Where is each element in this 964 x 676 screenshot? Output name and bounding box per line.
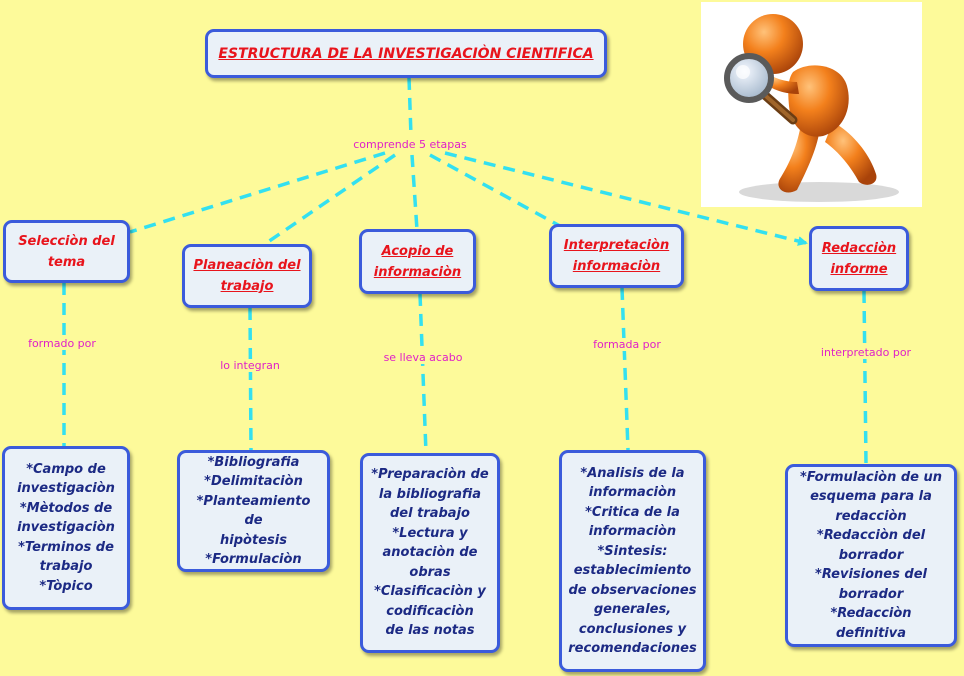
stage-node-interpretacion: Interpretaciòn informaciòn [549, 224, 684, 288]
stage-node-seleccion: Selecciòn del tema [3, 220, 130, 283]
link-label-stage-3: se lleva acabo [381, 351, 465, 364]
link-label-stage-1: formado por [26, 337, 98, 350]
link-label-stage-4: formada por [591, 338, 663, 351]
connector-title-to-hub [407, 77, 413, 137]
connector-hub-to-stage-3 [410, 154, 419, 231]
stage-node-planeacion: Planeaciòn del trabajo [182, 244, 312, 308]
connector-stage-5-to-details [862, 290, 868, 465]
connector-hub-to-stage-4 [429, 153, 561, 228]
details-node-planeacion: *Bibliografia *Delimitaciòn *Planteamien… [177, 450, 330, 572]
details-node-acopio: *Preparaciòn de la bibliografia del trab… [360, 453, 500, 653]
link-label-stage-5: interpretado por [818, 346, 914, 359]
stage-node-acopio: Acopio de informaciòn [359, 229, 476, 294]
link-label-stage-2: lo integran [218, 359, 282, 372]
hub-link-label: comprende 5 etapas [351, 138, 469, 151]
connector-hub-to-stage-5 [444, 151, 808, 246]
connector-hub-to-stage-1 [129, 151, 386, 234]
title-node: ESTRUCTURA DE LA INVESTIGACIÒN CIENTIFIC… [205, 29, 607, 78]
stage-label: Planeaciòn del trabajo [193, 258, 301, 294]
detective-magnifying-glass-figure-icon [701, 2, 922, 207]
details-node-redaccion: *Formulaciòn de un esquema para la redac… [785, 464, 957, 647]
stage-label: Selecciòn del tema [18, 233, 115, 270]
details-text: *Preparaciòn de la bibliografia del trab… [371, 467, 489, 639]
details-text: *Formulaciòn de un esquema para la redac… [799, 469, 943, 641]
title-text: ESTRUCTURA DE LA INVESTIGACIÒN CIENTIFIC… [218, 45, 594, 62]
details-node-interpretacion: *Analisis de la informaciòn *Critica de … [559, 450, 706, 672]
details-text: *Campo de investigaciòn *Mètodos de inve… [17, 461, 115, 594]
connector-stage-2-to-details [248, 307, 253, 451]
stage-node-redaccion: Redacciòn informe [809, 226, 909, 291]
connector-stage-4-to-details [620, 287, 630, 451]
details-text: *Analisis de la informaciòn *Critica de … [568, 465, 697, 657]
stage-label: Acopio de informaciòn [373, 243, 462, 280]
stage-label: Interpretaciòn informaciòn [563, 238, 670, 274]
connector-stage-3-to-details [418, 293, 428, 454]
details-node-seleccion: *Campo de investigaciòn *Mètodos de inve… [2, 446, 130, 610]
connector-hub-to-stage-2 [264, 153, 396, 246]
stage-label: Redacciòn informe [821, 240, 897, 277]
details-text: *Bibliografia *Delimitaciòn *Planteamien… [196, 454, 311, 568]
